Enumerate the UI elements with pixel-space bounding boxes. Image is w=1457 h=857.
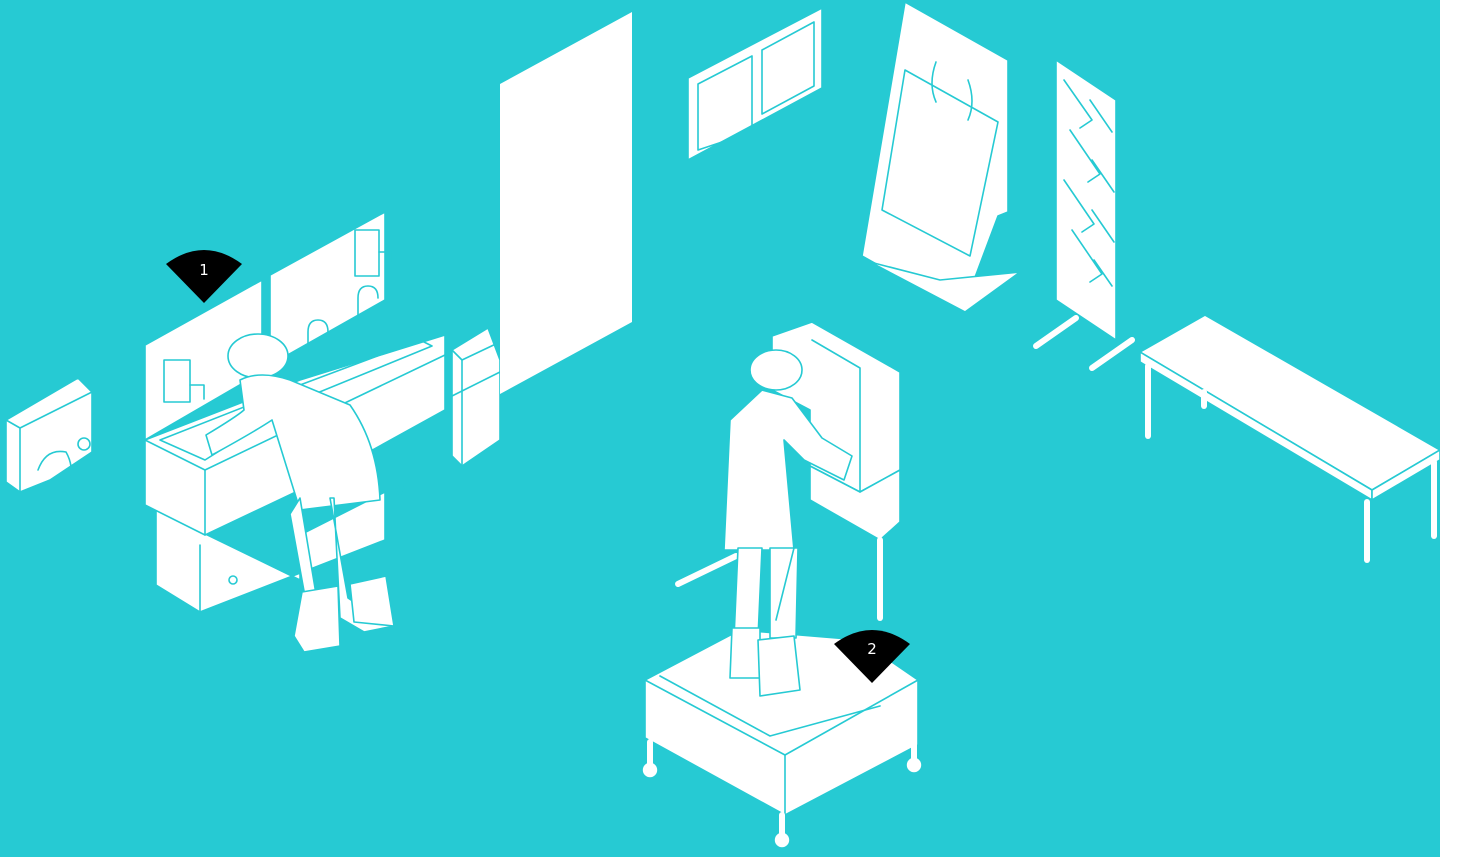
marker-2-label: 2 (867, 640, 877, 658)
marker-1-label: 1 (199, 261, 209, 279)
waste-bin (452, 328, 500, 466)
